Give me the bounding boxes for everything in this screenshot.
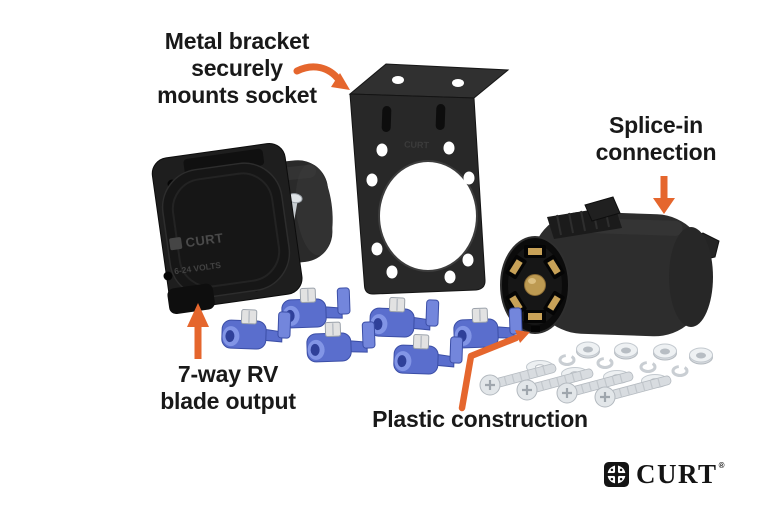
curt-wordmark: CURT® <box>636 459 726 489</box>
bracket-socket-hole <box>378 160 478 272</box>
callout-line: 7-way RV <box>177 361 279 387</box>
callout-line: mounts socket <box>157 82 317 108</box>
registered-mark: ® <box>718 461 726 470</box>
callout-metal-bracket: Metal bracket securely mounts socket <box>142 28 332 109</box>
callout-line: securely <box>191 55 283 81</box>
socket-photo: CURT 6-24 VOLTS <box>151 142 333 315</box>
socket-cover <box>161 162 291 298</box>
socket-tab <box>167 283 215 315</box>
callout-arrow-output-icon <box>187 303 209 359</box>
curt-logo-icon <box>604 462 629 487</box>
plug-face <box>500 236 570 334</box>
callout-line: Splice-in <box>608 112 704 138</box>
callout-line: blade output <box>160 388 296 414</box>
callout-blade-output: 7-way RV blade output <box>138 361 318 415</box>
socket-brand-emboss: CURT <box>185 230 225 250</box>
bracket-top-flange <box>348 63 510 99</box>
callout-arrow-bracket-icon <box>293 63 350 90</box>
callout-line: Plastic construction <box>372 406 588 432</box>
plug-photo <box>500 196 720 337</box>
callout-splice-in: Splice-in connection <box>566 112 746 166</box>
curt-logo: CURT® <box>604 461 725 488</box>
callout-arrow-splice-icon <box>653 176 675 214</box>
callout-plastic-construction: Plastic construction <box>350 406 610 433</box>
plug-latch <box>584 196 621 222</box>
bracket-photo: CURT <box>348 63 510 295</box>
bracket-mount-holes <box>366 141 475 284</box>
callout-arrow-plastic-icon <box>458 330 530 412</box>
callout-line: Metal bracket <box>164 28 310 54</box>
callout-line: connection <box>595 139 717 165</box>
bracket-stamp: CURT <box>404 139 430 150</box>
socket-brand-icon <box>169 237 183 251</box>
